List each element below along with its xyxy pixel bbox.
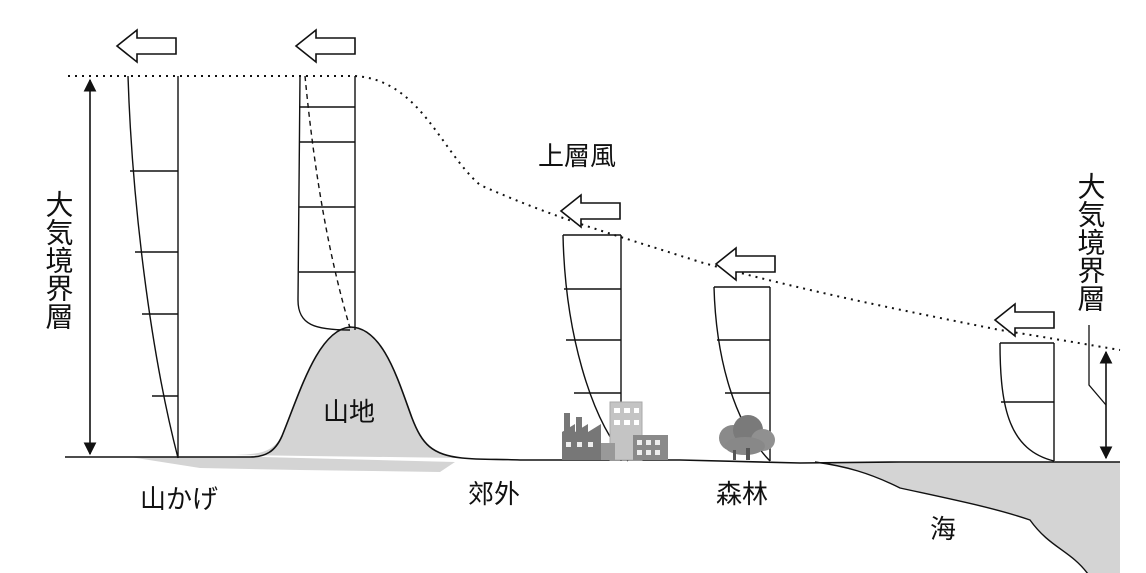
- mountain-shadow-label: 山かげ: [140, 485, 218, 515]
- mountain-shadow-area: [130, 457, 455, 472]
- suburb-label: 郊外: [468, 480, 520, 510]
- wind-arrow-icon: [115, 28, 177, 64]
- boundary-layer-label-right: 大気境界層: [1074, 172, 1107, 312]
- ground-line: [65, 326, 1120, 464]
- sea-area: [815, 462, 1120, 573]
- wind-arrow-icon: [559, 193, 621, 229]
- wind-arrow-icon: [714, 246, 776, 282]
- label-leader-line: [1088, 325, 1107, 406]
- wind-arrow-icon: [294, 28, 356, 64]
- forest-label: 森林: [716, 480, 768, 510]
- mountain-shape: [235, 327, 462, 458]
- forest-icon: [719, 415, 775, 460]
- city-icon: [562, 401, 668, 461]
- wind-profile-mountain: [297, 75, 356, 331]
- boundary-layer-label-left: 大気境界層: [42, 190, 75, 330]
- wind-profile-mountain-shadow: [127, 75, 179, 459]
- mountain-label: 山地: [323, 398, 375, 428]
- sea-floor-line: [814, 461, 1089, 573]
- sea-label: 海: [930, 515, 956, 545]
- wind-arrow-icon: [993, 302, 1055, 338]
- wind-profile-sea: [999, 342, 1055, 462]
- upper-wind-label: 上層風: [538, 142, 616, 172]
